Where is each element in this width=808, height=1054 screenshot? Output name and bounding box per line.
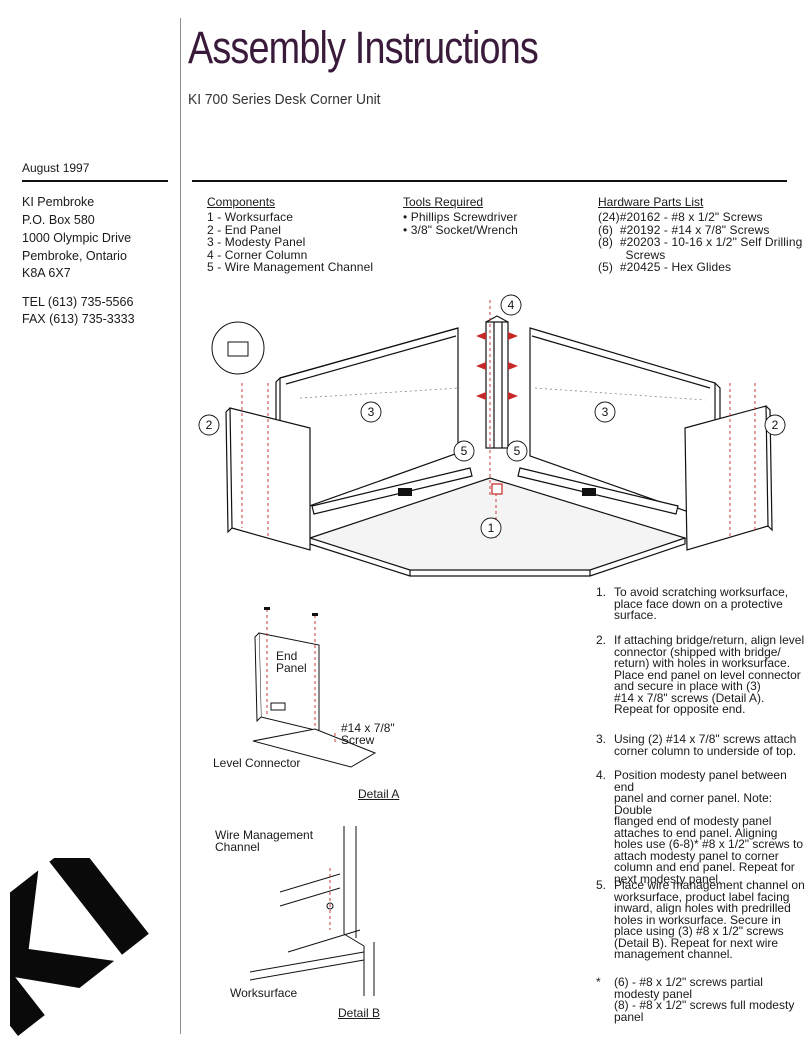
tool-item: • 3/8" Socket/Wrench <box>403 222 518 237</box>
document-date: August 1997 <box>22 161 90 175</box>
callout-label: 1 <box>488 521 495 535</box>
address-line: KI Pembroke <box>22 195 95 209</box>
fax: FAX (613) 735-3333 <box>22 312 135 326</box>
detail-b-label: Detail B <box>338 1006 381 1020</box>
screw-label: #14 x 7/8"Screw <box>341 721 395 747</box>
tools-heading: Tools Required <box>403 195 484 209</box>
address-line: P.O. Box 580 <box>22 213 95 227</box>
hardware-item: (8) #20203 - 10-16 x 1/2" Self Drilling <box>598 235 803 249</box>
component-item: 3 - Modesty Panel <box>207 235 306 249</box>
hardware-item: Screws <box>598 247 666 262</box>
header-rule-left <box>22 180 168 182</box>
step-2: 2. If attaching bridge/return, align lev… <box>596 633 805 716</box>
header-rule-right <box>192 180 787 182</box>
assembly-diagram: 4 3 3 2 2 5 5 1 <box>198 294 786 577</box>
vertical-divider <box>180 18 181 1034</box>
step-1: 1. To avoid scratching worksurface,place… <box>596 585 789 622</box>
address-line: Pembroke, Ontario <box>22 249 127 263</box>
address-line: K8A 6X7 <box>22 266 71 280</box>
component-item: 2 - End Panel <box>207 222 282 237</box>
hardware-item: (6) #20192 - #14 x 7/8" Screws <box>598 222 770 237</box>
callout-label: 4 <box>508 298 515 312</box>
callout-label: 3 <box>602 405 609 419</box>
detail-a-illustration <box>252 607 377 768</box>
callout-label: 5 <box>514 444 521 458</box>
components-heading: Components <box>207 195 276 209</box>
page-subtitle: KI 700 Series Desk Corner Unit <box>188 91 381 108</box>
callout-label: 2 <box>772 418 779 432</box>
callout-label: 3 <box>368 405 375 419</box>
page-title: Assembly Instructions <box>188 22 539 73</box>
address-line: 1000 Olympic Drive <box>22 231 132 245</box>
telephone: TEL (613) 735-5566 <box>22 295 134 309</box>
hardware-item: (24)#20162 - #8 x 1/2" Screws <box>598 210 763 224</box>
hardware-heading: Hardware Parts List <box>598 195 704 209</box>
detail-b-illustration <box>249 826 375 996</box>
callout-label: 5 <box>461 444 468 458</box>
component-item: 5 - Wire Management Channel <box>207 260 374 274</box>
hardware-item: (5) #20425 - Hex Glides <box>598 260 732 274</box>
detail-a-label: Detail A <box>358 787 400 801</box>
worksurface-label: Worksurface <box>230 986 298 1000</box>
component-item: 4 - Corner Column <box>207 247 308 262</box>
component-item: 1 - Worksurface <box>207 210 293 224</box>
level-connector-label: Level Connector <box>213 756 301 770</box>
ki-logo <box>10 858 149 1036</box>
tool-item: • Phillips Screwdriver <box>403 210 518 224</box>
callout-label: 2 <box>206 418 213 432</box>
